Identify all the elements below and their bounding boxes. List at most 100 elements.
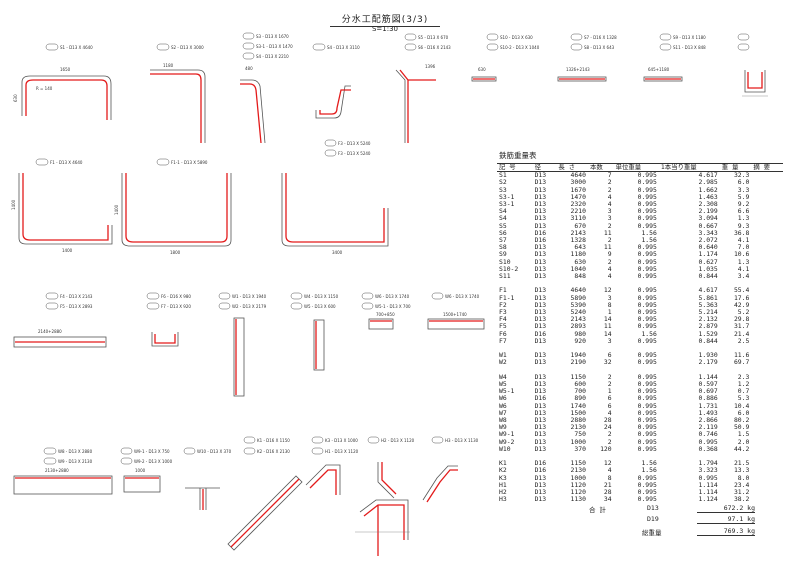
dim-text: 1500+1740 bbox=[443, 312, 467, 317]
table-cell: 0.995 bbox=[637, 200, 657, 209]
table-cell-note bbox=[751, 417, 783, 424]
bar-tag bbox=[45, 292, 59, 300]
table-cell: 5240 bbox=[570, 308, 586, 317]
bar-tag bbox=[120, 457, 133, 465]
table-cell: 0.995 bbox=[637, 480, 657, 489]
table-cell-note bbox=[751, 316, 783, 323]
table-cell: D13 bbox=[534, 207, 547, 216]
table-cell: 1.144 bbox=[698, 372, 718, 381]
table-cell: D13 bbox=[534, 264, 547, 273]
table-cell: 23.4 bbox=[733, 480, 750, 489]
table-cell: 9.3 bbox=[737, 221, 750, 230]
bar-s3: S3 - D13 X 1670 S3-1 - D13 X 1470 S4 - D… bbox=[240, 32, 293, 144]
table-cell: 1150 bbox=[570, 372, 586, 381]
table-cell-note bbox=[751, 215, 783, 222]
table-cell: 0.995 bbox=[637, 401, 657, 410]
table-cell: D13 bbox=[534, 408, 547, 417]
bar-label: S8 - D13 X 643 bbox=[584, 45, 615, 50]
table-cell: F6 bbox=[499, 329, 507, 338]
table-cell: 2.119 bbox=[698, 423, 718, 432]
dim-text: 1326+2143 bbox=[566, 67, 590, 72]
bar-k1: K1 - D16 X 1150 K2 - D16 X 2130 bbox=[227, 436, 303, 551]
table-cell: W9 bbox=[499, 423, 507, 432]
table-cell: D13 bbox=[534, 171, 547, 180]
table-cell: 6.0 bbox=[737, 178, 750, 187]
table-cell: 5.3 bbox=[737, 394, 750, 403]
table-cell-note bbox=[751, 460, 783, 467]
table-cell: D13 bbox=[534, 315, 547, 324]
table-cell: 2.072 bbox=[698, 236, 718, 245]
bar-w8: W8 - D13 X 2880 W9 - D13 X 2130 2130+288… bbox=[13, 447, 113, 495]
table-cell: D16 bbox=[534, 459, 547, 468]
table-cell: 5.363 bbox=[698, 300, 718, 309]
bar-label: S2 - D13 X 3000 bbox=[171, 45, 204, 50]
bar-s2: S2 - D13 X 3000 1180 bbox=[150, 43, 206, 143]
table-cell-note bbox=[751, 237, 783, 244]
table-cell: 0.844 bbox=[698, 336, 718, 345]
bar-tag bbox=[486, 43, 499, 51]
dim-text: 630 bbox=[13, 94, 18, 102]
bar-w4: W4 - D13 X 1150 W5 - D13 X 600 bbox=[290, 292, 339, 371]
table-cell-note bbox=[751, 446, 783, 453]
bar-label: F1 - D13 X 4640 bbox=[50, 160, 83, 165]
table-cell: 0.995 bbox=[637, 207, 657, 216]
bar-tag bbox=[183, 447, 196, 455]
drawing-title: 分水工配筋図(3/3) bbox=[330, 12, 440, 27]
table-cell: 3 bbox=[607, 214, 612, 223]
table-cell: 3.3 bbox=[737, 185, 750, 194]
table-cell: 2 bbox=[607, 380, 612, 389]
table-cell: 2 bbox=[607, 221, 612, 230]
bar-tag bbox=[290, 292, 303, 300]
table-cell: 6 bbox=[607, 351, 612, 360]
column-header: 記 号 bbox=[497, 162, 533, 173]
table-cell: 8 bbox=[607, 473, 612, 482]
bar-tag bbox=[570, 43, 583, 51]
bar-tag bbox=[242, 32, 255, 40]
table-cell: 4 bbox=[607, 264, 612, 273]
table-cell: 3.343 bbox=[698, 228, 718, 237]
table-cell: 80.2 bbox=[733, 416, 750, 425]
table-cell: 4.1 bbox=[737, 236, 750, 245]
table-cell-note bbox=[751, 439, 783, 446]
table-cell: 0.995 bbox=[637, 221, 657, 230]
table-cell: 1328 bbox=[570, 236, 586, 245]
dim-text: 1400 bbox=[11, 199, 16, 210]
dim-text: 1800 bbox=[170, 250, 181, 255]
table-cell: 0.995 bbox=[637, 243, 657, 252]
table-cell: 12 bbox=[603, 286, 612, 295]
table-cell: 1.56 bbox=[641, 329, 657, 338]
bar-tag bbox=[431, 292, 444, 300]
column-header: 1本当り重量 bbox=[658, 162, 720, 173]
table-cell: F5 bbox=[499, 322, 507, 331]
table-cell: D13 bbox=[534, 473, 547, 482]
table-cell: W4 bbox=[499, 372, 507, 381]
table-cell: 1040 bbox=[570, 264, 586, 273]
column-header: 長 さ bbox=[556, 162, 588, 173]
table-cell: W6 bbox=[499, 401, 507, 410]
table-cell: D13 bbox=[534, 480, 547, 489]
table-cell: D13 bbox=[534, 250, 547, 259]
table-cell: 10.6 bbox=[733, 250, 750, 259]
table-cell: 1.662 bbox=[698, 185, 718, 194]
table-cell: D13 bbox=[534, 178, 547, 187]
table-cell: D13 bbox=[534, 214, 547, 223]
table-cell: 2.179 bbox=[698, 358, 718, 367]
bar-tag bbox=[146, 302, 160, 310]
table-cell: 0.995 bbox=[637, 185, 657, 194]
dim-text: 2130+2880 bbox=[45, 468, 69, 473]
bar-tag bbox=[45, 43, 59, 51]
table-cell: 1740 bbox=[570, 401, 586, 410]
bar-w10: W10 - D13 X 370 bbox=[183, 447, 232, 510]
table-cell: D13 bbox=[534, 372, 547, 381]
table-cell: 55.4 bbox=[733, 286, 750, 295]
